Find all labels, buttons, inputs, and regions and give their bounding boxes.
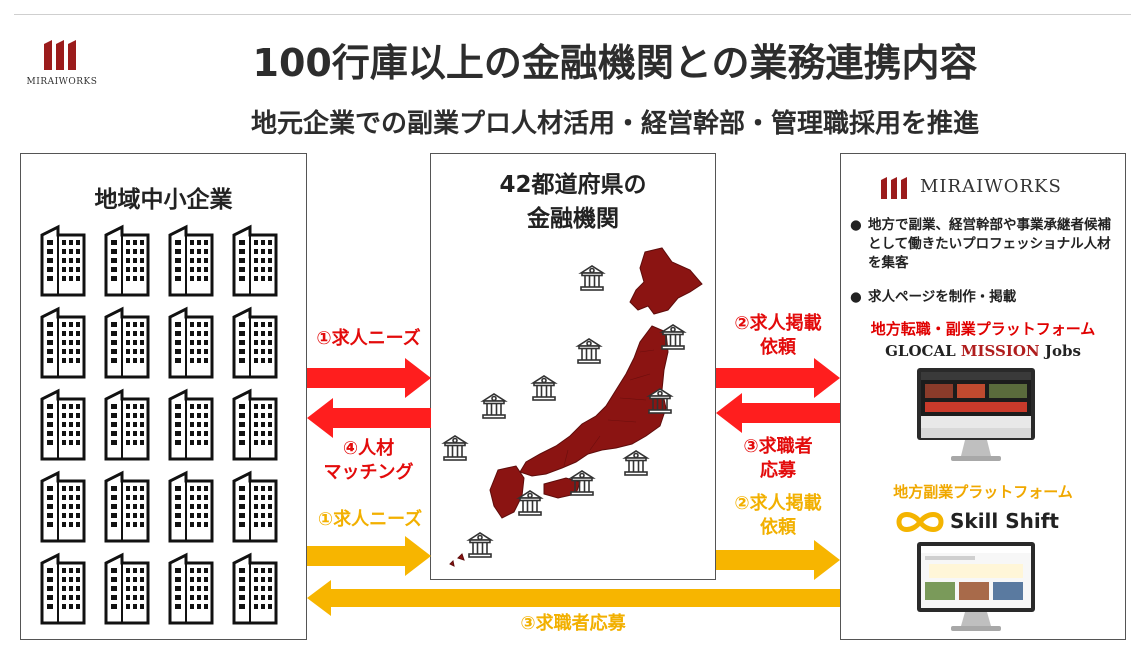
building-icon (168, 224, 214, 297)
arrow-applicant-bottom-left (307, 580, 840, 616)
label-posting-request-yellow: ②求人掲載 依頼 (734, 493, 822, 538)
company-buildings-grid (40, 224, 278, 625)
building-icon (40, 224, 86, 297)
arrow-posting-request-right (716, 358, 840, 398)
top-divider (14, 14, 1131, 15)
logo-text: MIRAIWORKS (26, 77, 98, 87)
bank-icon (580, 265, 604, 291)
label-job-needs-yellow: ①求人ニーズ (317, 509, 423, 530)
building-icon (232, 306, 278, 379)
label-posting-request: ②求人掲載 依頼 (734, 313, 822, 358)
bullet-talent-recruitment: ● 地方で副業、経営幹部や事業承継者候補として働きたいプロフェッショナル人材を集… (850, 217, 1111, 271)
building-icon (40, 306, 86, 379)
building-icon (104, 306, 150, 379)
skill-shift-infinity-icon (896, 512, 944, 532)
building-icon (168, 388, 214, 461)
bank-icon (570, 470, 594, 496)
building-icon (104, 388, 150, 461)
arrow-job-needs-yellow-right (307, 536, 431, 576)
building-icon (232, 388, 278, 461)
building-icon (104, 470, 150, 543)
arrow-posting-request-yellow-right (716, 540, 840, 580)
skill-shift-logo-text: Skill Shift (950, 509, 1059, 533)
page-subtitle: 地元企業での副業プロ人材活用・経営幹部・管理職採用を推進 (250, 109, 979, 139)
bank-icon (532, 375, 556, 401)
building-icon (232, 470, 278, 543)
bullet-icon: ● (850, 289, 862, 305)
label-applicant-bottom: ③求職者応募 (520, 613, 626, 634)
glocal-mission-jobs-logo: GLOCAL MISSION Jobs (885, 342, 1081, 360)
bank-icon (648, 388, 672, 414)
bank-icon (577, 338, 601, 364)
building-icon (232, 224, 278, 297)
building-icon (40, 388, 86, 461)
bank-icon (443, 435, 467, 461)
building-icon (168, 552, 214, 625)
financial-institutions-title: 42都道府県の 金融機関 (499, 172, 647, 232)
arrow-talent-matching-left (307, 398, 431, 438)
miraiworks-logo-icon (881, 177, 907, 199)
building-icon (40, 470, 86, 543)
platform1-label: 地方転職・副業プラットフォーム (870, 320, 1096, 338)
building-icon (104, 552, 150, 625)
arrow-applicant-left (716, 393, 840, 433)
bank-icon (624, 450, 648, 476)
platform2-label: 地方副業プラットフォーム (893, 483, 1073, 501)
bank-icon (482, 393, 506, 419)
bullet-job-posting: ● 求人ページを制作・掲載 (850, 289, 1017, 305)
bank-icon (518, 490, 542, 516)
building-icon (168, 306, 214, 379)
miraiworks-logo-icon (44, 40, 76, 70)
label-job-needs: ①求人ニーズ (316, 328, 421, 349)
label-applicant: ③求職者 応募 (743, 436, 813, 481)
page-title: 100行庫以上の金融機関との業務連携内容 (252, 41, 978, 85)
financial-institutions-panel (430, 153, 716, 580)
building-icon (232, 552, 278, 625)
skill-shift-site-monitor-icon (917, 542, 1035, 631)
arrow-job-needs-right (307, 358, 431, 398)
building-icon (40, 552, 86, 625)
building-icon (104, 224, 150, 297)
bullet-icon: ● (850, 217, 862, 233)
bank-icon (661, 324, 685, 350)
bank-icon (468, 532, 492, 558)
label-talent-matching: ④人材 マッチング (323, 438, 414, 483)
building-icon (168, 470, 214, 543)
miraiworks-logo-text: MIRAIWORKS (920, 176, 1062, 197)
regional-companies-title: 地域中小企業 (94, 187, 233, 213)
glocal-site-monitor-icon (917, 368, 1035, 461)
